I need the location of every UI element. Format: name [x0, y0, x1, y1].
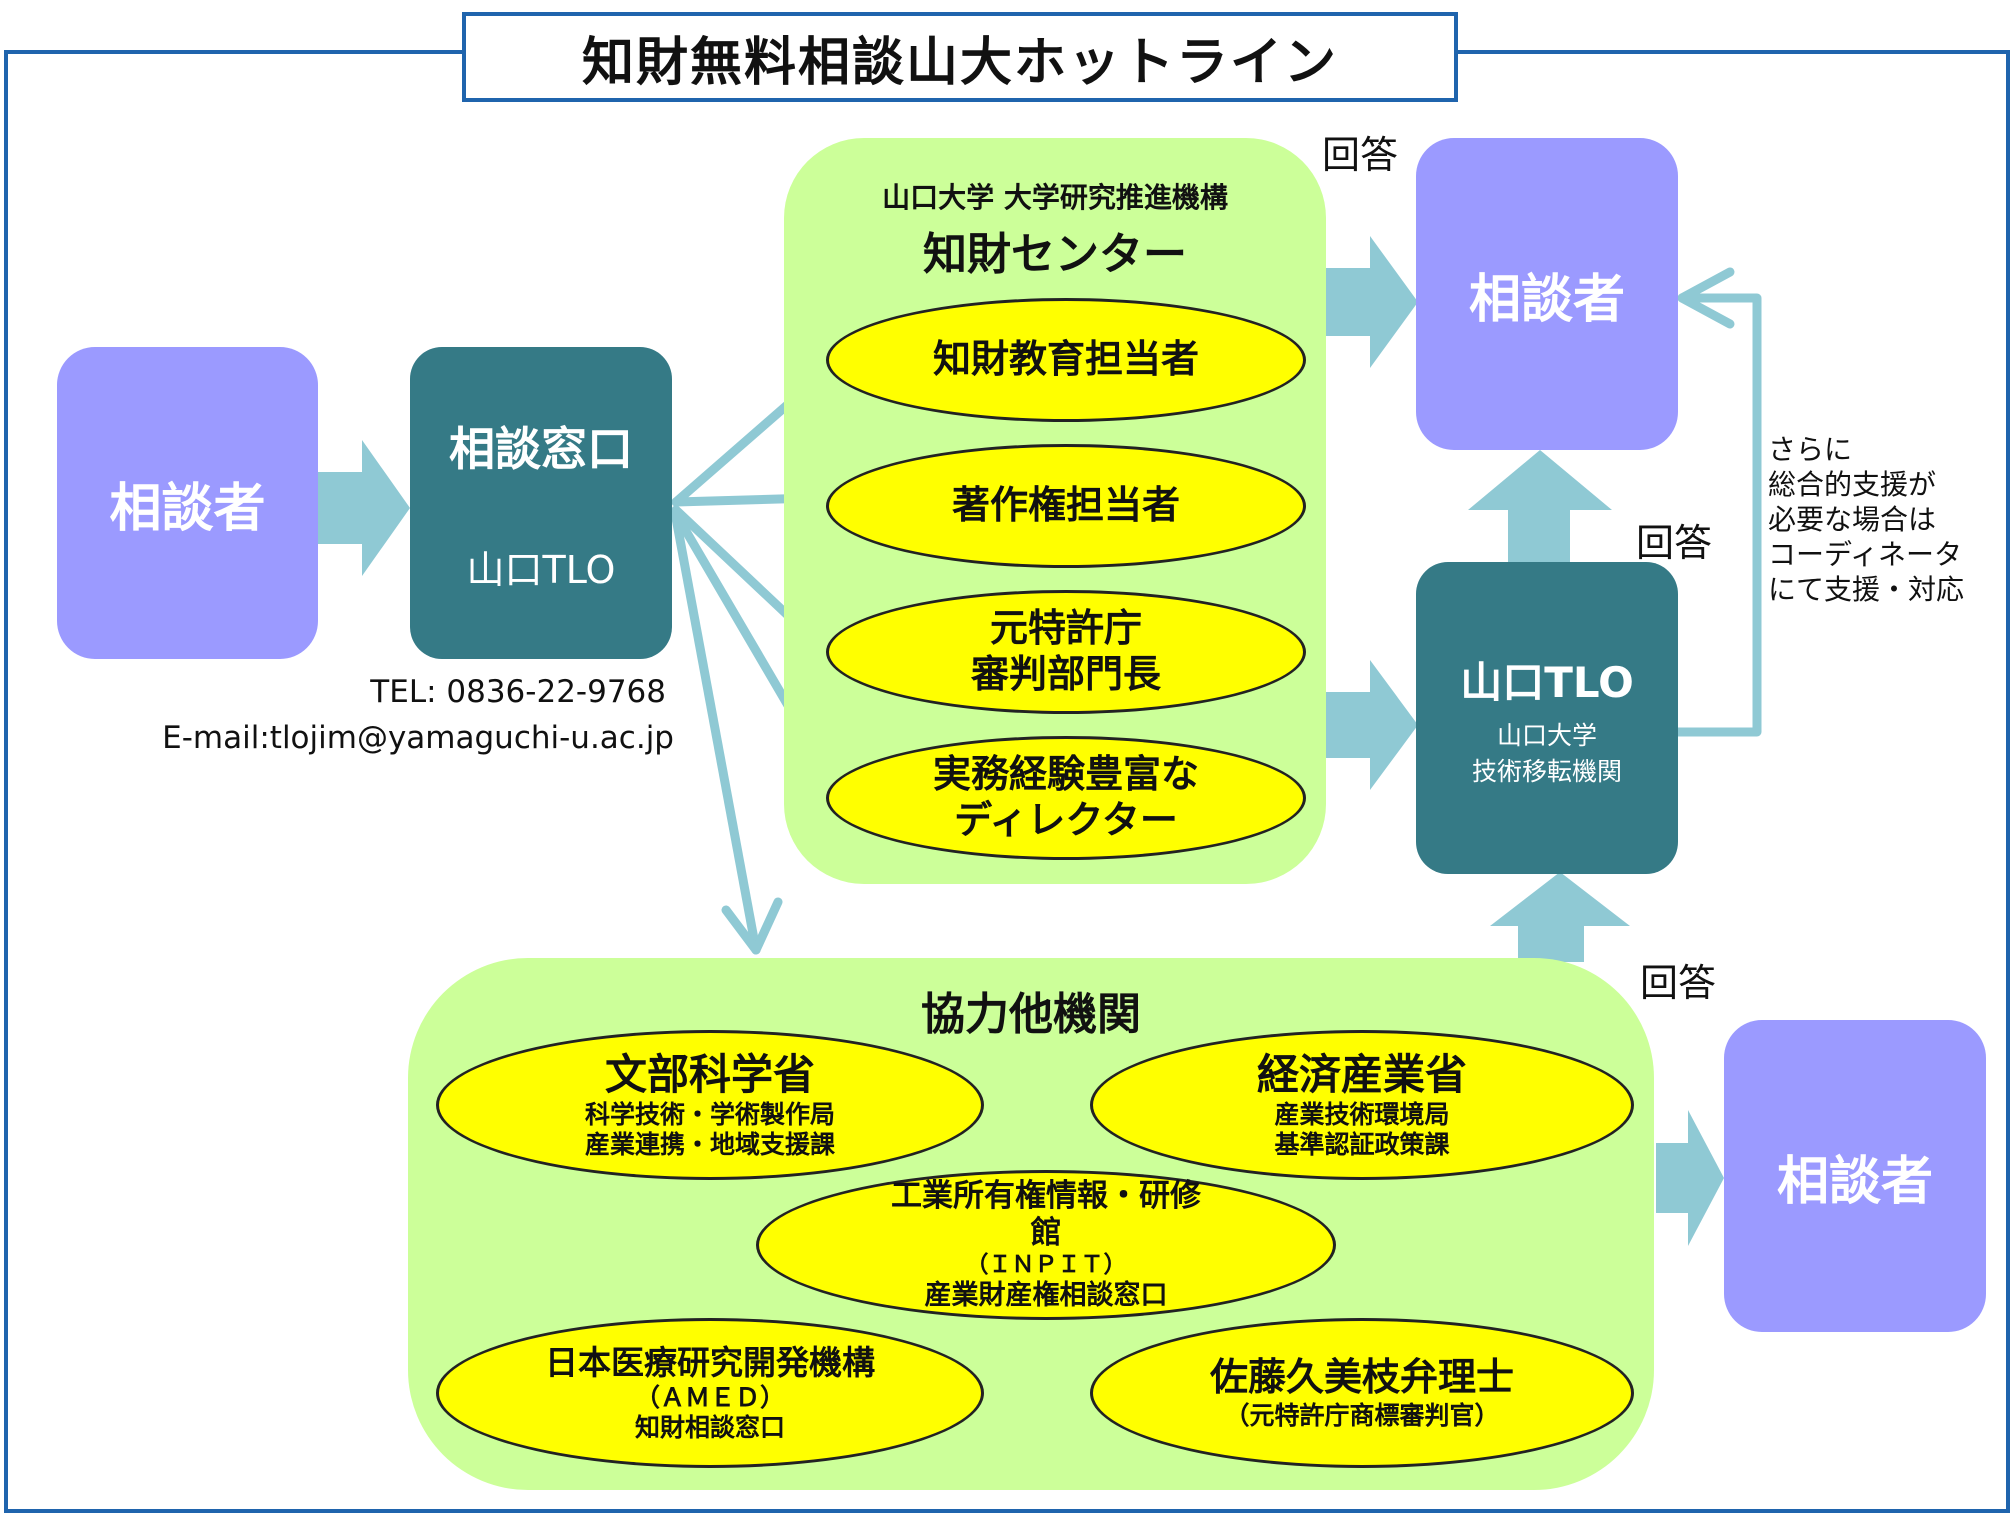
consult-window-box: 相談窓口 山口TLO	[410, 347, 672, 659]
consultant-label: 相談者	[1776, 1151, 1933, 1212]
arrow-partners-to-consultant	[1656, 1110, 1724, 1246]
staff-line: 知財教育担当者	[932, 337, 1199, 382]
window-title: 相談窓口	[449, 421, 633, 476]
tlo-box: 山口TLO 山口大学 技術移転機関	[1416, 562, 1678, 874]
tlo-sub1: 山口大学	[1496, 720, 1597, 750]
partner-sub: 産業財産権相談窓口	[924, 1279, 1168, 1311]
partner-sub: 科学技術・学術製作局	[584, 1100, 835, 1130]
side-note-line: コーディネータ	[1768, 538, 1963, 571]
tlo-sub2: 技術移転機関	[1471, 756, 1622, 786]
partner-name: 工業所有権情報・研修	[891, 1177, 1201, 1214]
partner-amed-ellipse: 日本医療研究開発機構 （ＡＭＥＤ） 知財相談窓口	[436, 1318, 984, 1468]
consultant-box-bottom-right: 相談者	[1724, 1020, 1986, 1332]
staff-line: 元特許庁	[989, 606, 1142, 651]
partners-title: 協力他機関	[921, 989, 1141, 1040]
partner-name: 経済産業省	[1256, 1049, 1467, 1099]
staff-ellipse: 実務経験豊富な ディレクター	[826, 736, 1306, 860]
tlo-name: 山口TLO	[1460, 657, 1634, 707]
arrow-partners-up	[1490, 872, 1630, 962]
center-name: 知財センター	[923, 229, 1187, 280]
arrow-center-to-consultant	[1326, 236, 1418, 368]
center-org: 山口大学 大学研究推進機構	[882, 181, 1228, 214]
staff-line: 実務経験豊富な	[932, 752, 1199, 797]
reply-label: 回答	[1322, 133, 1399, 177]
staff-ellipse: 元特許庁 審判部門長	[826, 590, 1306, 714]
side-note-line: にて支援・対応	[1768, 573, 1965, 606]
staff-ellipse: 知財教育担当者	[826, 298, 1306, 422]
partner-name: 佐藤久美枝弁理士	[1209, 1355, 1514, 1400]
staff-line: 審判部門長	[970, 652, 1161, 696]
consultant-box-left: 相談者	[57, 347, 318, 659]
staff-line: 著作権担当者	[951, 483, 1180, 528]
partner-sub: 産業連携・地域支援課	[584, 1130, 835, 1160]
arrow-center-to-tlo	[1326, 660, 1418, 790]
partner-name: 館	[1030, 1215, 1062, 1251]
contact-tel: TEL: 0836-22-9768	[370, 674, 666, 710]
partner-sub: 産業技術環境局	[1274, 1100, 1450, 1130]
staff-ellipse: 著作権担当者	[826, 444, 1306, 568]
partner-sub: 知財相談窓口	[634, 1412, 785, 1442]
reply-label: 回答	[1636, 521, 1713, 565]
partner-inpit-ellipse: 工業所有権情報・研修 館 （ＩＮＰＩＴ） 産業財産権相談窓口	[756, 1170, 1336, 1320]
arrow-tlo-up	[1468, 450, 1612, 562]
title-text: 知財無料相談山大ホットライン	[581, 32, 1338, 93]
arrow-head-loop	[1677, 267, 1735, 329]
partner-name: 日本医療研究開発機構	[545, 1343, 875, 1383]
window-org: 山口TLO	[466, 547, 616, 592]
side-note-line: 必要な場合は	[1768, 503, 1937, 536]
arrow-window-to-partners	[671, 513, 761, 955]
arrow-consultant-to-window	[318, 440, 410, 576]
consultant-box-top-right: 相談者	[1416, 138, 1678, 450]
partner-meti-ellipse: 経済産業省 産業技術環境局 基準認証政策課	[1090, 1030, 1634, 1180]
side-note-line: さらに	[1768, 433, 1853, 466]
side-note-line: 総合的支援が	[1768, 468, 1937, 501]
staff-line: ディレクター	[954, 798, 1178, 842]
partner-sub: （元特許庁商標審判官）	[1224, 1400, 1500, 1430]
partner-sato-ellipse: 佐藤久美枝弁理士 （元特許庁商標審判官）	[1090, 1318, 1634, 1468]
contact-email[interactable]: E-mail:tlojim@yamaguchi-u.ac.jp	[162, 720, 674, 756]
partner-name: 文部科学省	[604, 1049, 815, 1099]
partner-sub: （ＡＭＥＤ）	[634, 1382, 785, 1412]
partner-mext-ellipse: 文部科学省 科学技術・学術製作局 産業連携・地域支援課	[436, 1030, 984, 1180]
partner-sub: 基準認証政策課	[1274, 1130, 1450, 1160]
side-note: さらに 総合的支援が 必要な場合は コーディネータ にて支援・対応	[1768, 432, 1964, 607]
consultant-label: 相談者	[1468, 269, 1625, 330]
page-title: 知財無料相談山大ホットライン	[462, 12, 1458, 102]
partner-sub: （ＩＮＰＩＴ）	[965, 1252, 1127, 1279]
consultant-label: 相談者	[109, 478, 266, 539]
reply-label: 回答	[1640, 961, 1717, 1005]
arrow-head-partners	[721, 897, 783, 955]
arrow-tlo-to-consultant-loop	[1673, 293, 1762, 737]
